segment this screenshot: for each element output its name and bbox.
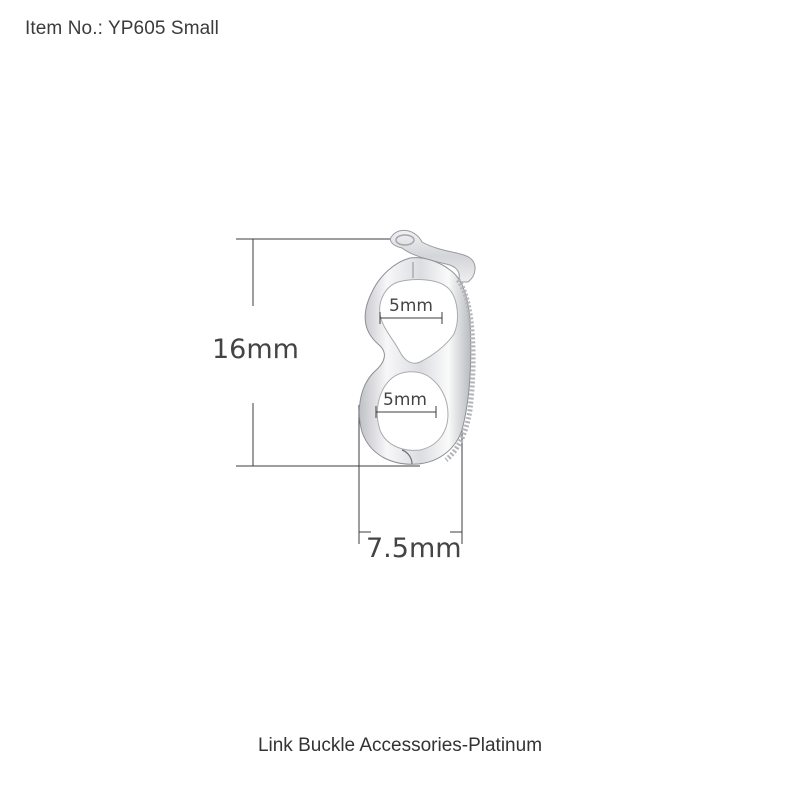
buckle-body [358, 257, 476, 465]
lower-opening-dimension-label: 5mm [383, 390, 427, 410]
item-number-label: Item No.: YP605 Small [25, 18, 219, 39]
height-dimension-lines [236, 238, 420, 467]
upper-opening-dimension-label: 5mm [389, 296, 433, 316]
height-dimension-label: 16mm [212, 334, 299, 365]
product-caption: Link Buckle Accessories-Platinum [257, 735, 543, 756]
buckle-bail [389, 229, 476, 283]
width-dimension-label: 7.5mm [366, 533, 462, 564]
opening-measure-lines [375, 312, 443, 418]
